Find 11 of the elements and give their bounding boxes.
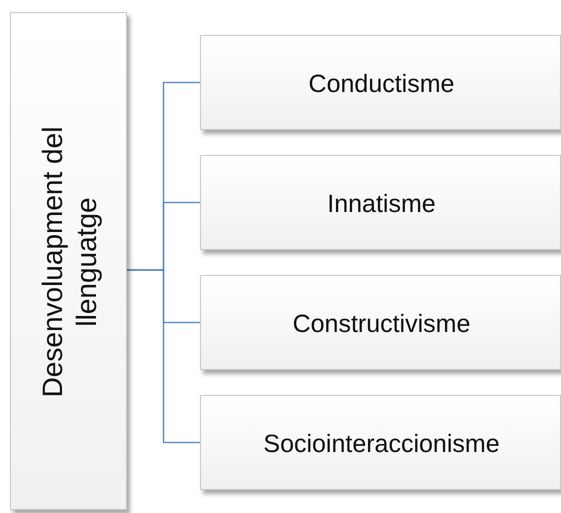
connector-line [127,269,200,444]
category-box [200,35,561,130]
category-box [200,395,561,490]
category-box [200,275,561,370]
category-label: Constructivisme [292,308,472,338]
category-label: Conductisme [308,68,456,98]
category-label: Sociointeraccionisme [262,428,501,458]
category-label: Innatisme [326,188,437,218]
category-box [200,155,561,250]
title-box [10,12,127,510]
title-text: Desenvoluapment del llenguatge [36,126,103,400]
